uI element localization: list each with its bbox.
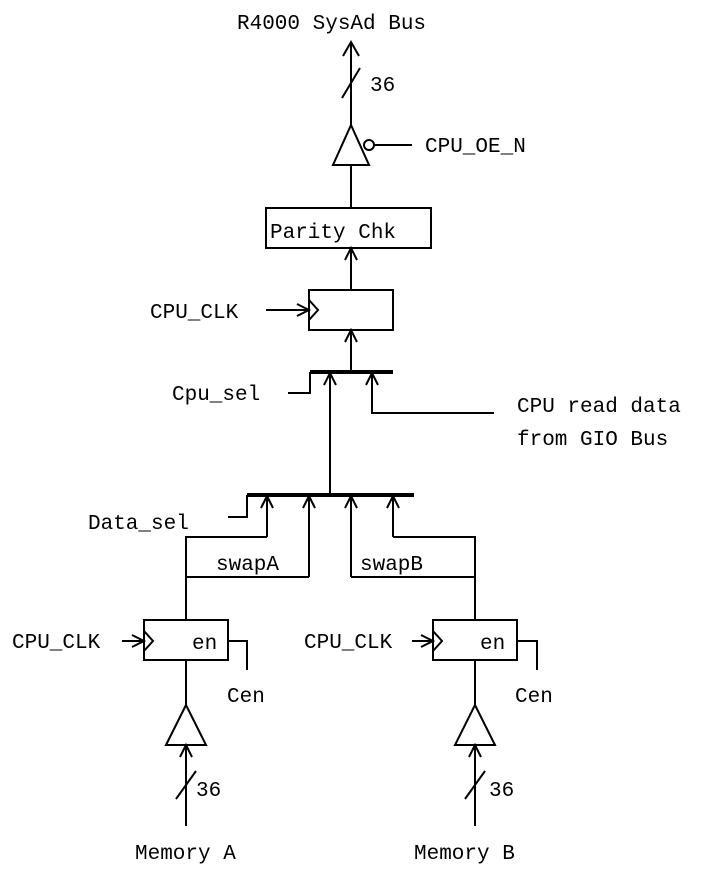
cpu-clk-b-label: CPU_CLK xyxy=(304,632,393,655)
cen-a-label: Cen xyxy=(227,686,265,709)
gio-label-line2: from GIO Bus xyxy=(517,429,668,452)
register-a xyxy=(143,619,229,661)
bus-width-slash-a xyxy=(175,770,197,800)
register-b-en-label: en xyxy=(480,633,505,656)
cpu-clk-b-arrow xyxy=(412,634,436,648)
bus-width-top: 36 xyxy=(370,75,395,98)
cpu-clk-top-arrow xyxy=(266,303,312,317)
memory-a-label: Memory A xyxy=(135,843,236,866)
data-sel-control-line xyxy=(228,495,248,518)
cpu-register xyxy=(308,289,394,331)
gio-data-arrow xyxy=(365,370,494,414)
cen-a-line xyxy=(228,640,248,670)
bus-width-slash-b xyxy=(464,770,486,800)
output-enable-bubble xyxy=(363,139,375,151)
cen-b-line xyxy=(517,640,538,670)
wire-b-direct xyxy=(393,536,476,620)
cpu-register-clock-mark xyxy=(308,299,320,321)
bus-width-b: 36 xyxy=(489,780,514,803)
bus-width-slash-top xyxy=(341,67,361,99)
register-to-parity-arrow xyxy=(344,245,358,290)
mux-input-4-arrow xyxy=(386,493,400,537)
register-a-en-label: en xyxy=(192,633,217,656)
cpu-mux-to-register-arrow xyxy=(344,327,358,372)
mux-input-3-arrow xyxy=(344,493,358,577)
gio-label-line1: CPU read data xyxy=(517,396,681,419)
wire-a-direct xyxy=(185,536,267,620)
parity-check-box xyxy=(265,207,432,249)
mux-input-1-arrow xyxy=(260,493,274,537)
memory-b-label: Memory B xyxy=(414,843,515,866)
cpu-clk-a-arrow xyxy=(122,634,147,648)
sysad-bus-label: R4000 SysAd Bus xyxy=(237,13,426,36)
cpu-clk-top-label: CPU_CLK xyxy=(150,302,239,325)
bus-width-a: 36 xyxy=(196,780,221,803)
register-b-clock-mark xyxy=(432,630,444,652)
mux-input-2-arrow xyxy=(302,493,316,577)
cpu-oe-n-label: CPU_OE_N xyxy=(425,136,526,159)
swap-b-label: swapB xyxy=(360,554,423,577)
input-buffer-b xyxy=(453,702,497,746)
cpu-sel-control-line xyxy=(288,372,311,394)
data-mux-to-cpu-mux-arrow xyxy=(323,370,337,495)
swap-a-label: swapA xyxy=(216,554,279,577)
cpu-sel-label: Cpu_sel xyxy=(172,384,260,407)
parity-check-label: Parity Chk xyxy=(270,222,396,245)
register-a-clock-mark xyxy=(143,630,155,652)
input-buffer-a xyxy=(164,702,208,746)
cpu-clk-a-label: CPU_CLK xyxy=(12,632,101,655)
cen-b-label: Cen xyxy=(515,686,553,709)
data-sel-label: Data_sel xyxy=(88,513,189,536)
